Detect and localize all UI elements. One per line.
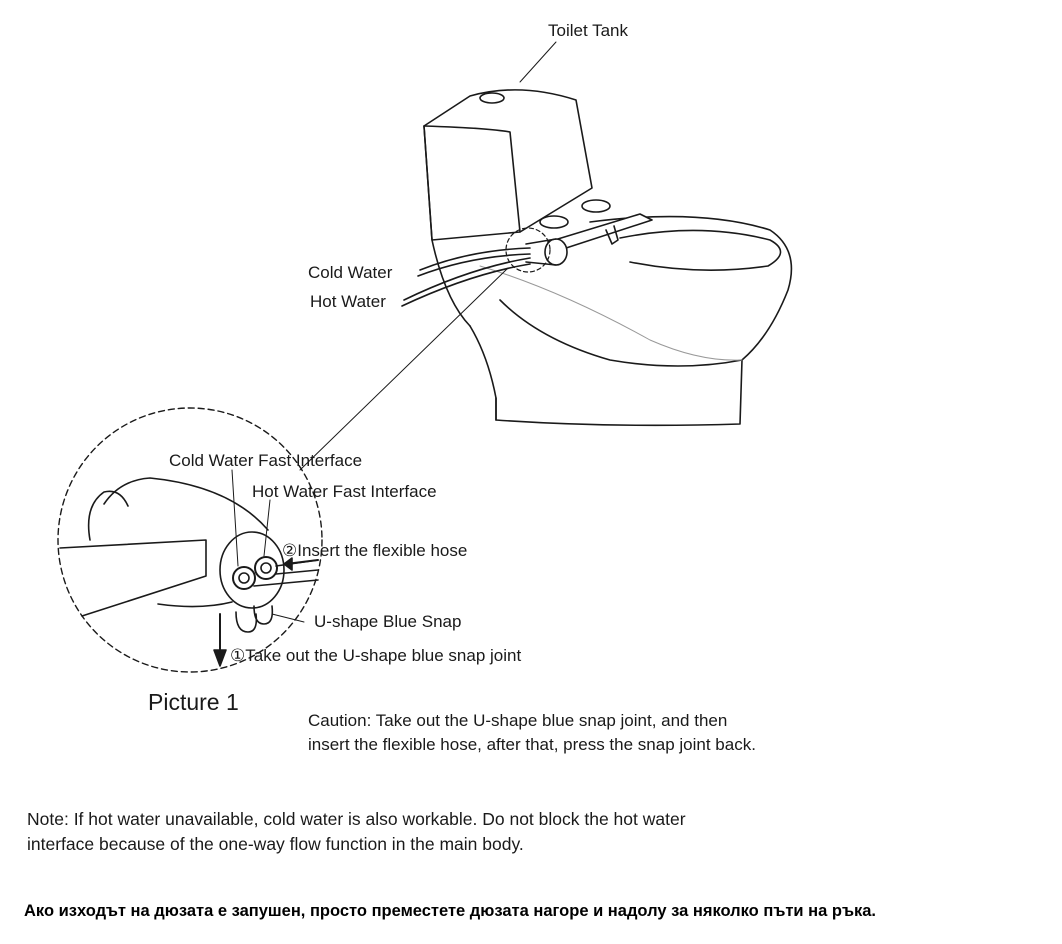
seat-bolt-icon xyxy=(581,199,611,213)
hot-interface-leader xyxy=(263,499,271,557)
hot-water-hose-b xyxy=(401,263,531,307)
cold-interface-inner xyxy=(238,572,250,584)
label-hot-fast-interface: Hot Water Fast Interface xyxy=(252,482,437,501)
cold-water-hose-b xyxy=(417,253,531,277)
bidet-body-arm xyxy=(59,539,207,617)
bowl-rim xyxy=(499,215,793,367)
cold-interface-leader xyxy=(231,469,239,567)
hot-interface-icon xyxy=(254,556,278,580)
label-step1: ①Take out the U-shape blue snap joint xyxy=(230,646,521,665)
note-line-2: interface because of the one-way flow fu… xyxy=(27,834,524,854)
bidet-body-bottom xyxy=(157,601,233,608)
label-toilet-tank: Toilet Tank xyxy=(548,21,629,40)
note-line-1: Note: If hot water unavailable, cold wat… xyxy=(27,809,686,829)
u-snap-leader xyxy=(271,613,305,623)
control-knob-body xyxy=(525,238,557,266)
label-u-snap: U-shape Blue Snap xyxy=(314,612,461,631)
seat-bolt-icon xyxy=(539,215,569,229)
tank-front xyxy=(423,125,521,233)
label-cold-fast-interface: Cold Water Fast Interface xyxy=(169,451,362,470)
caution-line-1: Caution: Take out the U-shape blue snap … xyxy=(308,711,728,730)
zoom-leader-line xyxy=(299,267,509,471)
tank-top xyxy=(423,89,593,241)
bowl-seam xyxy=(479,265,743,361)
toilet-illustration xyxy=(299,41,793,471)
label-cold-water: Cold Water xyxy=(308,263,393,282)
tank-leader-line xyxy=(519,41,557,83)
picture-title: Picture 1 xyxy=(148,689,239,715)
cold-water-hose xyxy=(419,247,531,271)
cold-interface-icon xyxy=(232,566,256,590)
hot-interface-inner xyxy=(260,562,272,574)
label-step2: ②Insert the flexible hose xyxy=(282,541,467,560)
toilet-pedestal xyxy=(469,325,743,427)
bidet-body-side xyxy=(87,490,129,541)
flush-button-icon xyxy=(479,92,505,104)
remove-arrow-head-icon xyxy=(213,649,227,667)
insert-arrow-head-icon xyxy=(283,557,293,571)
bulgarian-note: Ако изходът на дюзата е запушен, просто … xyxy=(24,902,877,920)
zoom-marker xyxy=(505,227,551,273)
hot-water-hose xyxy=(403,257,531,301)
detail-view xyxy=(57,407,323,673)
detail-circle xyxy=(57,407,323,673)
interface-housing xyxy=(219,531,285,609)
bowl-opening xyxy=(619,229,782,271)
bidet-nozzle xyxy=(605,225,619,245)
bidet-body-top xyxy=(103,477,269,531)
label-hot-water: Hot Water xyxy=(310,292,386,311)
u-snap-icon xyxy=(253,605,274,625)
u-snap-icon xyxy=(235,611,258,633)
caution-line-2: insert the flexible hose, after that, pr… xyxy=(308,735,756,754)
